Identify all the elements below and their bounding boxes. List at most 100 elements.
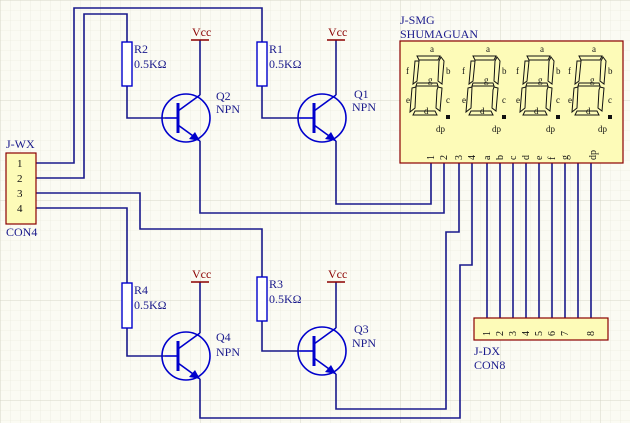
transistor-q4[interactable]: Q4 NPN xyxy=(161,330,240,381)
connector-part: CON8 xyxy=(474,358,505,372)
smg-pin-label: b xyxy=(495,155,506,160)
smg-pin-label: c xyxy=(508,155,519,160)
segment-b-label: b xyxy=(608,66,613,76)
vcc-symbol-q1: Vcc xyxy=(327,25,347,41)
segment-g-label: g xyxy=(590,75,595,85)
pin-label: 3 xyxy=(508,331,519,336)
segment-f-label: f xyxy=(568,66,571,76)
smg-pin-label: e xyxy=(534,155,545,160)
transistor-q3[interactable]: Q3 NPN xyxy=(297,322,376,376)
resistor-body xyxy=(121,282,133,329)
transistor-q2[interactable]: Q2 NPN xyxy=(161,89,240,143)
segment-a-label: a xyxy=(430,44,434,54)
segment-b-label: b xyxy=(556,66,561,76)
segment-e-label: e xyxy=(568,95,572,105)
display-part: SHUMAGUAN xyxy=(400,27,478,41)
vcc-symbol-q3: Vcc xyxy=(327,267,347,283)
decimal-point-icon xyxy=(608,115,612,119)
wire-r4-q4-base xyxy=(126,328,165,357)
transistor-body xyxy=(161,93,211,143)
segment-f-label: f xyxy=(462,66,465,76)
wire-pin2-r2 xyxy=(36,13,128,179)
connector-j-dx[interactable]: 1 2 3 4 5 6 7 8 J-DX CON8 xyxy=(473,317,609,372)
display-ref: J-SMG xyxy=(400,13,435,27)
vcc-label: Vcc xyxy=(192,267,211,281)
smg-pin-label: 1 xyxy=(426,155,437,160)
wire-q3-smg3 xyxy=(335,163,460,410)
pin-label: 7 xyxy=(560,331,571,336)
segment-g-label: g xyxy=(428,75,433,85)
pin-label: 1 xyxy=(17,158,23,170)
smg-pin-label: 3 xyxy=(454,155,465,160)
resistor-r3[interactable]: R3 0.5KΩ xyxy=(256,276,302,322)
pin-label: 2 xyxy=(17,173,23,185)
resistor-value: 0.5KΩ xyxy=(134,57,167,71)
segment-dp-label: dp xyxy=(598,124,608,134)
wire-r3-q3-base xyxy=(261,321,300,352)
decimal-point-icon xyxy=(556,115,560,119)
transistor-ref: Q3 xyxy=(354,322,369,336)
pin-label: 4 xyxy=(17,203,23,215)
segment-f-label: f xyxy=(406,66,409,76)
wire-pin4-r4 xyxy=(36,207,128,283)
wire-r2-q2-base xyxy=(126,86,165,119)
pin-label: 5 xyxy=(534,331,545,336)
resistor-r4[interactable]: R4 0.5KΩ xyxy=(121,282,167,329)
transistor-body xyxy=(161,331,211,381)
segment-g-label: g xyxy=(484,75,489,85)
transistor-q1[interactable]: Q1 NPN xyxy=(297,87,376,143)
resistor-r2[interactable]: R2 0.5KΩ xyxy=(121,41,167,87)
connector-j-wx[interactable]: J-WX 1 2 3 4 CON4 xyxy=(5,137,37,239)
pin-label: 6 xyxy=(547,331,558,336)
smg-pin-label: g xyxy=(560,155,571,160)
resistor-value: 0.5KΩ xyxy=(269,57,302,71)
connector-part: CON4 xyxy=(6,225,37,239)
resistor-body xyxy=(256,276,268,322)
seven-segment-display-j-smg[interactable]: J-SMG SHUMAGUAN a b c d e f g dp xyxy=(399,13,624,164)
resistor-body xyxy=(256,41,268,87)
wire-bus-segments xyxy=(486,163,592,318)
vcc-symbol-q4: Vcc xyxy=(191,267,211,283)
resistor-ref: R1 xyxy=(269,42,283,56)
segment-b-label: b xyxy=(446,66,451,76)
pin-label: 2 xyxy=(495,331,506,336)
pin-label: 8 xyxy=(586,331,597,336)
wire-q2-smg2 xyxy=(199,141,445,214)
decimal-point-icon xyxy=(446,115,450,119)
smg-pin-label: f xyxy=(547,156,558,160)
transistor-type: NPN xyxy=(216,345,240,359)
digit-3: a b c d e f g dp xyxy=(516,44,561,134)
emitter-arrow-icon xyxy=(189,132,200,141)
transistor-ref: Q1 xyxy=(354,87,369,101)
transistor-ref: Q4 xyxy=(216,330,231,344)
segment-a-label: a xyxy=(486,44,490,54)
wire-q4-smg4 xyxy=(199,163,473,419)
digit-2: a b c d e f g dp xyxy=(462,44,507,134)
segment-e-label: e xyxy=(462,95,466,105)
segment-f-label: f xyxy=(516,66,519,76)
segment-a-label: a xyxy=(540,44,544,54)
wire-pin3-r3 xyxy=(36,192,263,277)
smg-pin-label: dp xyxy=(588,150,599,160)
resistor-ref: R2 xyxy=(134,42,148,56)
smg-pin-label: 4 xyxy=(467,155,478,160)
pin-label: 4 xyxy=(521,331,532,336)
segment-c-label: c xyxy=(608,95,612,105)
resistor-value: 0.5KΩ xyxy=(269,292,302,306)
resistor-ref: R3 xyxy=(269,277,283,291)
pin-label: 3 xyxy=(17,188,23,200)
segment-a-label: a xyxy=(592,44,596,54)
resistor-ref: R4 xyxy=(134,283,148,297)
display-body xyxy=(399,40,624,164)
wire-pin1-r1 xyxy=(36,7,263,164)
resistor-r1[interactable]: R1 0.5KΩ xyxy=(256,41,302,87)
transistor-ref: Q2 xyxy=(216,89,231,103)
connector-ref: J-WX xyxy=(6,137,35,151)
segment-b-label: b xyxy=(502,66,507,76)
segment-c-label: c xyxy=(502,95,506,105)
transistor-type: NPN xyxy=(352,336,376,350)
emitter-arrow-icon xyxy=(325,132,336,141)
wire-q1-smg1 xyxy=(335,141,432,205)
connector-ref: J-DX xyxy=(474,344,500,358)
segment-dp-label: dp xyxy=(492,124,502,134)
